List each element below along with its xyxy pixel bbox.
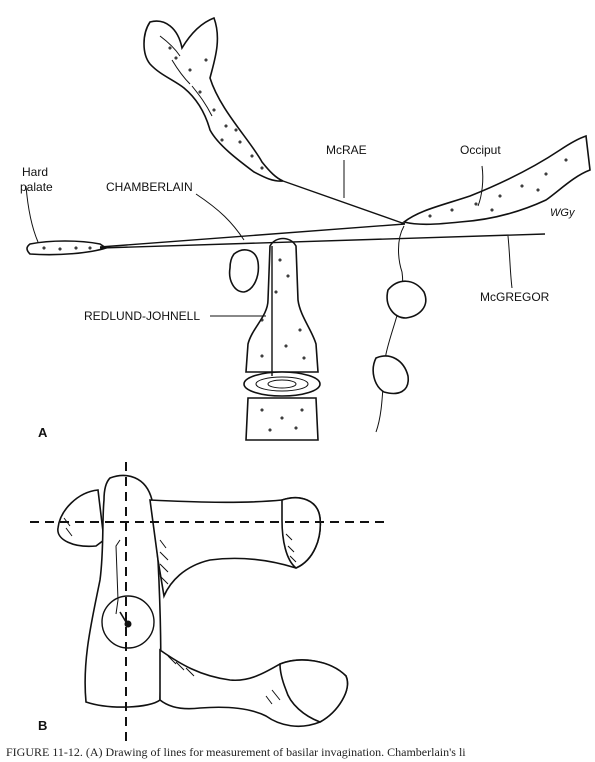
leader-mcgregor <box>507 235 513 289</box>
label-hard-palate-2: palate <box>20 180 53 194</box>
posterior-arch-2 <box>372 355 409 395</box>
chamberlain-line <box>99 223 406 248</box>
bone-texture-a1 <box>168 46 264 170</box>
label-mcrae: McRAE <box>326 143 367 157</box>
mcrae-line <box>282 180 406 225</box>
hard-palate-bone <box>26 240 108 256</box>
intervertebral-disc <box>243 371 321 397</box>
posterior-ligament <box>375 225 405 433</box>
panel-a-label: A <box>38 425 48 440</box>
hatching-b <box>63 517 297 705</box>
bone-texture-occiput <box>428 158 568 218</box>
label-redlund-johnell: REDLUND-JOHNELL <box>84 309 200 323</box>
panel-b-label: B <box>38 718 47 733</box>
leader-chamberlain <box>195 193 245 241</box>
dens-center-dot <box>124 620 132 628</box>
label-chamberlain: CHAMBERLAIN <box>106 180 193 194</box>
mcgregor-line <box>99 233 546 249</box>
skull-base-fragment <box>143 16 284 182</box>
atlas-anterior-arch <box>228 249 260 293</box>
posterior-arch-1 <box>386 280 427 319</box>
label-occiput: Occiput <box>460 143 501 157</box>
c2-lower-end <box>279 659 349 723</box>
odontoid-c2 <box>245 237 319 373</box>
leader-occiput <box>477 165 484 207</box>
dens-circle <box>101 595 155 649</box>
artist-signature: WGy <box>550 207 576 219</box>
dens-outline-inner <box>115 539 121 615</box>
label-mcgregor: McGREGOR <box>480 290 550 304</box>
panel-b: B <box>30 462 388 745</box>
panel-a: Hard palate CHAMBERLAIN McRAE Occiput Mc… <box>20 16 591 441</box>
figure-caption: FIGURE 11-12. (A) Drawing of lines for m… <box>6 745 466 759</box>
leader-hard-palate <box>25 185 39 243</box>
label-hard-palate-1: Hard <box>22 165 48 179</box>
occiput-bone <box>402 134 591 226</box>
atlas-left-mass <box>57 489 105 548</box>
atlas-right-mass <box>281 496 322 569</box>
